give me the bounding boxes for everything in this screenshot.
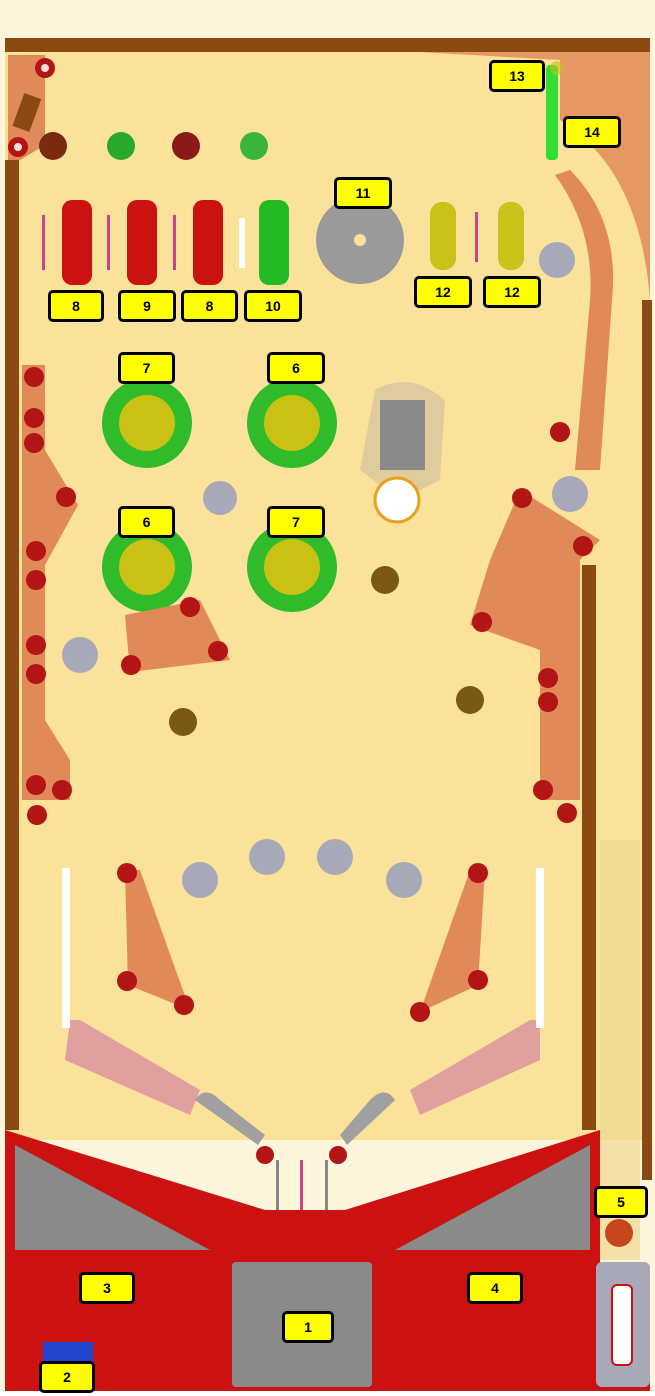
- drop-target-red-3[interactable]: [193, 200, 223, 285]
- left-wall: [5, 160, 19, 1130]
- label-7a: 7: [118, 352, 175, 384]
- pop-bumper-6a[interactable]: [247, 378, 337, 468]
- small-bumper-1[interactable]: [539, 242, 575, 278]
- label-6b: 6: [118, 506, 175, 538]
- small-bumper-4[interactable]: [62, 637, 98, 673]
- kicker-hole-1: [371, 566, 399, 594]
- rollover-light-4: [240, 132, 268, 160]
- small-bumper-2[interactable]: [203, 481, 237, 515]
- rollover-light-3: [172, 132, 200, 160]
- label-10: 10: [244, 290, 302, 322]
- small-bumper-3[interactable]: [552, 476, 588, 512]
- lower-bumper-4[interactable]: [386, 862, 422, 898]
- lower-bumper-2[interactable]: [249, 839, 285, 875]
- label-9: 9: [118, 290, 176, 322]
- kicker-hole-2: [169, 708, 197, 736]
- right-wall: [642, 300, 652, 1180]
- gate-spinner[interactable]: [546, 65, 558, 160]
- label-6a: 6: [267, 352, 325, 384]
- drop-target-red-2[interactable]: [127, 200, 157, 285]
- label-5: 5: [594, 1186, 648, 1218]
- lower-bumper-3[interactable]: [317, 839, 353, 875]
- shooter-lane-wall: [582, 565, 596, 1130]
- rollover-light-2: [107, 132, 135, 160]
- top-wall: [5, 38, 650, 52]
- standup-target-1[interactable]: [430, 202, 456, 270]
- pop-bumper-7a[interactable]: [102, 378, 192, 468]
- label-4: 4: [467, 1272, 523, 1304]
- label-12b: 12: [483, 276, 541, 308]
- label-14: 14: [563, 116, 621, 148]
- drop-target-red-1[interactable]: [62, 200, 92, 285]
- drop-target-green[interactable]: [259, 200, 289, 285]
- standup-target-2[interactable]: [498, 202, 524, 270]
- pinball-ball[interactable]: [605, 1219, 633, 1247]
- rollover-light-1: [39, 132, 67, 160]
- label-2: 2: [39, 1361, 95, 1393]
- label-3: 3: [79, 1272, 135, 1304]
- lower-bumper-1[interactable]: [182, 862, 218, 898]
- kicker-hole-3: [456, 686, 484, 714]
- label-12a: 12: [414, 276, 472, 308]
- label-1: 1: [282, 1311, 334, 1343]
- label-8b: 8: [181, 290, 238, 322]
- label-11: 11: [334, 177, 392, 209]
- label-7b: 7: [267, 506, 325, 538]
- label-13: 13: [489, 60, 545, 92]
- label-8a: 8: [48, 290, 104, 322]
